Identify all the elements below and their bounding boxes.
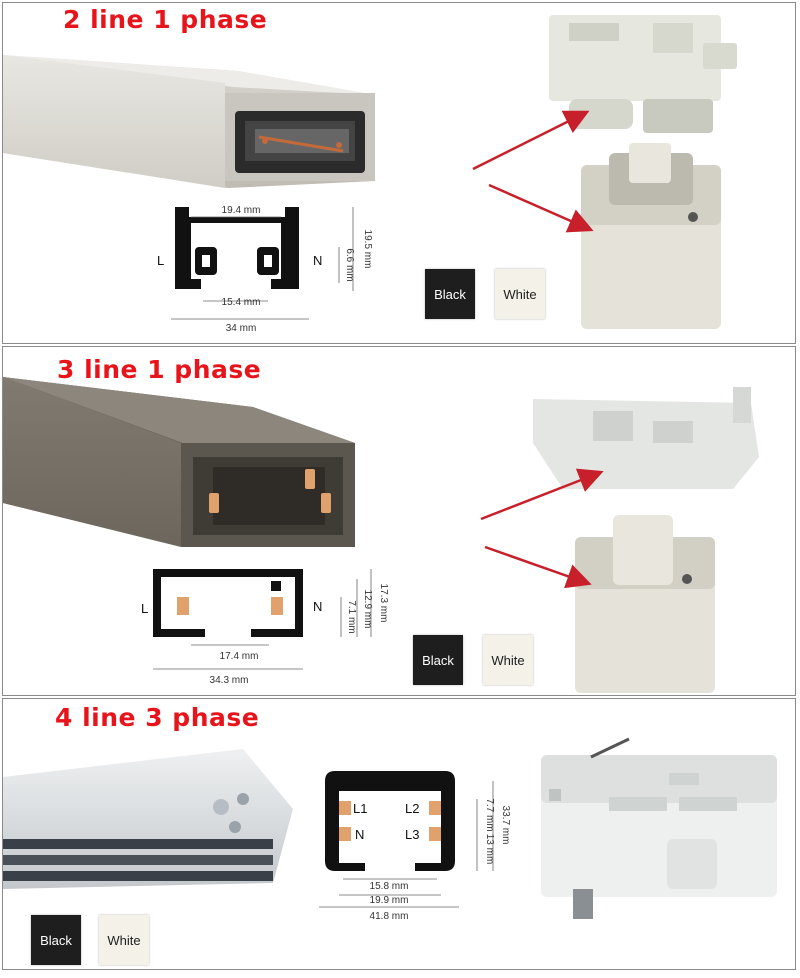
cross-section-2-line bbox=[171, 207, 354, 320]
dim-inner-width: 19.4 mm bbox=[222, 205, 261, 216]
adapter-4-line-photo bbox=[541, 737, 777, 919]
dim-slot-width: 15.4 mm bbox=[222, 297, 261, 308]
cross-section-4-line bbox=[319, 771, 494, 908]
track-rail-2-line bbox=[3, 55, 375, 188]
panel-1-illustration: 19.4 mm 15.4 mm 34 mm 19.5 mm 6.6 mm L N bbox=[3, 15, 737, 334]
panel-title: 3 line 1 phase bbox=[57, 355, 262, 384]
swatch-white: White bbox=[483, 635, 533, 685]
dim-total-width: 34 mm bbox=[226, 323, 257, 334]
panel-3-illustration: 15.8 mm 19.9 mm 41.8 mm 33.7 mm 13 mm 7.… bbox=[3, 737, 777, 922]
label-l2: L2 bbox=[405, 801, 419, 816]
label-neutral: N bbox=[313, 599, 322, 614]
adapter-top-photo bbox=[549, 15, 737, 133]
label-l1: L1 bbox=[353, 801, 367, 816]
swatch-black: Black bbox=[31, 915, 81, 965]
panel-title: 2 line 1 phase bbox=[63, 5, 268, 34]
adapter-bottom-photo bbox=[575, 515, 715, 693]
dim-inner-height: 7.1 mm bbox=[346, 600, 357, 633]
swatch-white: White bbox=[495, 269, 545, 319]
arrow-to-adapter-top bbox=[480, 468, 604, 521]
panel-2-line-1-phase: 19.4 mm 15.4 mm 34 mm 19.5 mm 6.6 mm L N… bbox=[2, 2, 796, 344]
panel-2-illustration: 17.4 mm 34.3 mm 17.3 mm 12.9 mm 7.1 mm L… bbox=[3, 377, 759, 693]
track-rail-4-line bbox=[3, 749, 293, 889]
cross-section-3-line bbox=[153, 569, 372, 670]
label-l3: L3 bbox=[405, 827, 419, 842]
panel-3-line-1-phase: 17.4 mm 34.3 mm 17.3 mm 12.9 mm 7.1 mm L… bbox=[2, 346, 796, 696]
dim-height: 33.7 mm bbox=[500, 806, 511, 845]
label-neutral: N bbox=[355, 827, 364, 842]
dim-total-width: 34.3 mm bbox=[210, 675, 249, 686]
label-live: L bbox=[141, 601, 148, 616]
swatch-white: White bbox=[99, 915, 149, 965]
dim-mid-width: 19.9 mm bbox=[370, 895, 409, 906]
label-neutral: N bbox=[313, 253, 322, 268]
swatch-black: Black bbox=[425, 269, 475, 319]
adapter-top-photo bbox=[533, 387, 759, 489]
dim-inner-height: 7.7 mm bbox=[484, 798, 495, 831]
panel-title: 4 line 3 phase bbox=[55, 703, 260, 732]
adapter-bottom-photo bbox=[581, 143, 721, 329]
panel-4-line-3-phase: 15.8 mm 19.9 mm 41.8 mm 33.7 mm 13 mm 7.… bbox=[2, 698, 796, 970]
dim-inner-height: 6.6 mm bbox=[344, 248, 355, 281]
arrow-to-adapter-top bbox=[472, 110, 590, 171]
dim-mid-height: 13 mm bbox=[484, 834, 495, 865]
dim-height: 19.5 mm bbox=[362, 230, 373, 269]
dim-mid-height: 12.9 mm bbox=[362, 590, 373, 629]
arrow-to-adapter-bottom bbox=[484, 545, 592, 589]
dim-height: 17.3 mm bbox=[378, 584, 389, 623]
dim-slot-width: 15.8 mm bbox=[370, 881, 409, 892]
dim-slot-width: 17.4 mm bbox=[220, 651, 259, 662]
label-live: L bbox=[157, 253, 164, 268]
dim-total-width: 41.8 mm bbox=[370, 911, 409, 922]
track-rail-3-line bbox=[3, 377, 355, 547]
arrow-to-adapter-bottom bbox=[488, 183, 594, 233]
swatch-black: Black bbox=[413, 635, 463, 685]
